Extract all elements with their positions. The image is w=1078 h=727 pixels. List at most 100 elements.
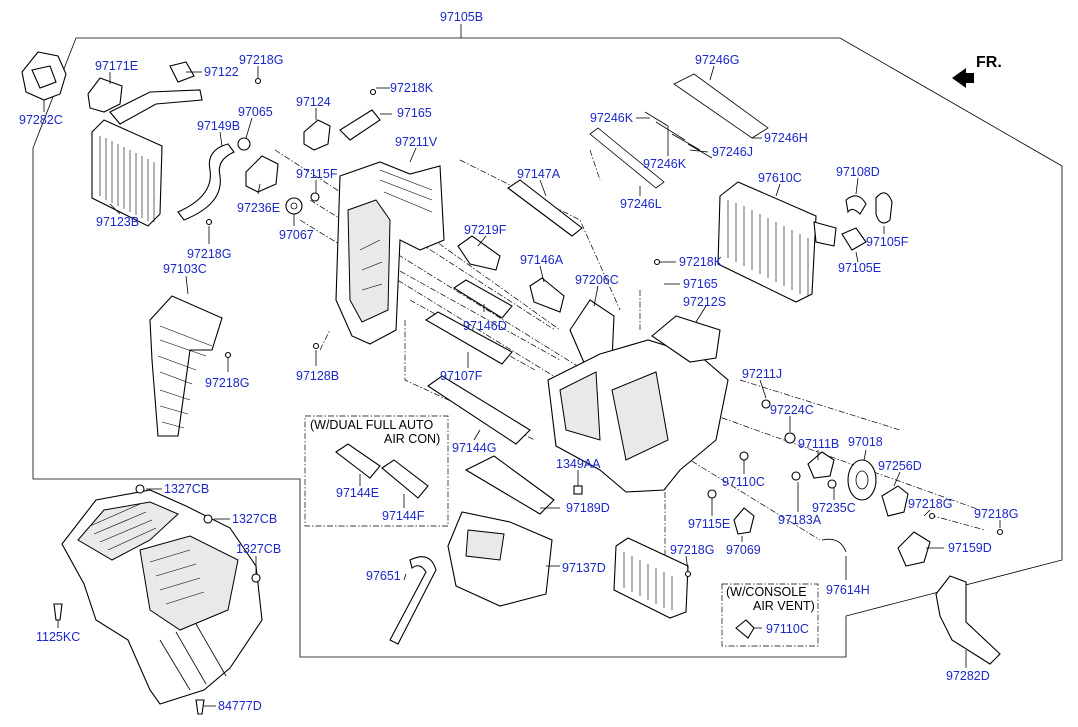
bracket-97165 [339, 109, 381, 141]
callout-97110c-b: 97110C [766, 622, 809, 636]
callout-97211j: 97211J [742, 367, 782, 381]
callout-97246j: 97246J [712, 145, 753, 159]
callout-1327cb-c: 1327CB [236, 542, 281, 556]
screw-97218g-a [254, 77, 262, 85]
drain-hose-97651 [389, 556, 437, 645]
callout-97124: 97124 [296, 95, 331, 109]
dual-note-line1: (W/DUAL FULL AUTO [310, 418, 433, 432]
harness-97614h [821, 538, 847, 553]
callout-97246g: 97246G [695, 53, 739, 67]
screw-97218g-e [996, 528, 1004, 536]
callout-97146d: 97146D [463, 319, 507, 333]
callout-97218k-b: 97218K [679, 255, 723, 269]
blower-motor-97018 [847, 459, 877, 501]
callout-97218g-a: 97218G [239, 53, 283, 67]
leader-lines [43, 65, 1001, 707]
callout-97105e: 97105E [838, 261, 881, 275]
callout-97651: 97651 [366, 569, 401, 583]
callout-97122: 97122 [204, 65, 239, 79]
console-note-line2: AIR VENT) [753, 599, 815, 613]
actuator-97111b [807, 451, 835, 479]
seal-97105f [875, 192, 893, 224]
callout-97067: 97067 [279, 228, 314, 242]
duct-97103c [149, 295, 223, 437]
callout-97282c: 97282C [19, 113, 63, 127]
screw-97218g-f [684, 570, 692, 578]
resistor-97256d [881, 485, 909, 517]
callout-97147a: 97147A [517, 167, 561, 181]
clip-97115f [310, 192, 320, 202]
callout-97105f: 97105F [866, 235, 909, 249]
clip-97115e [707, 489, 717, 499]
callout-97219f: 97219F [464, 223, 507, 237]
callout-97246h: 97246H [764, 131, 808, 145]
lower-case-97137d [447, 511, 553, 607]
cover-97189d [464, 455, 555, 515]
callout-97165-a: 97165 [397, 106, 432, 120]
callout-97218g-b: 97218G [187, 247, 231, 261]
callout-97282d: 97282D [946, 669, 990, 683]
console-air-vent-box [721, 583, 819, 647]
door-97146d [452, 279, 513, 319]
callout-97206c: 97206C [575, 273, 619, 287]
door-97219f [457, 235, 501, 271]
callout-97128b: 97128B [296, 369, 339, 383]
door-97144f [381, 459, 429, 499]
case-right-97212s [547, 315, 729, 493]
callout-97246l: 97246L [620, 197, 662, 211]
screw-1125kc [53, 603, 63, 621]
callout-97246k-a: 97246K [590, 111, 634, 125]
screw-97218k-a [369, 88, 377, 96]
callout-97224c: 97224C [770, 403, 814, 417]
callout-97069: 97069 [726, 543, 761, 557]
callout-97212s: 97212S [683, 295, 726, 309]
callout-97610c: 97610C [758, 171, 802, 185]
dual-note-line2: AIR CON) [384, 432, 440, 446]
callout-97218g-c: 97218G [205, 376, 249, 390]
callout-97144e: 97144E [336, 486, 379, 500]
front-direction-indicator: FR. [952, 54, 1002, 88]
fastener-97211j [761, 399, 771, 409]
screw-97218g-b [205, 218, 213, 226]
duct-97282d [935, 575, 1001, 665]
callout-97108d: 97108D [836, 165, 880, 179]
callout-1327cb-b: 1327CB [232, 512, 277, 526]
callout-97235c: 97235C [812, 501, 856, 515]
assembly-label: 97105B [440, 10, 483, 24]
callout-1327cb-a: 1327CB [164, 482, 209, 496]
filter-97147a [507, 179, 583, 237]
callout-97189d: 97189D [566, 501, 610, 515]
callout-97123b: 97123B [96, 215, 139, 229]
callout-97246k-b: 97246K [643, 157, 687, 171]
callout-97149b: 97149B [197, 119, 240, 133]
screw-97218g-d [928, 512, 936, 520]
actuator-97069 [733, 507, 755, 535]
callout-97110c-a: 97110C [722, 475, 765, 489]
callout-97115e: 97115E [688, 517, 730, 531]
callout-97614h: 97614H [826, 583, 870, 597]
callout-97115f: 97115F [296, 167, 338, 181]
bolt-1327cb-a [135, 484, 145, 494]
clip-97122 [169, 61, 195, 83]
callout-1349aa: 1349AA [556, 457, 601, 471]
front-arrow-icon [952, 68, 974, 88]
callout-97159d: 97159D [948, 541, 992, 555]
callout-97218g-d: 97218G [908, 497, 952, 511]
front-label: FR. [976, 54, 1002, 71]
callout-97218g-e: 97218G [974, 507, 1018, 521]
dual-full-auto-box [304, 415, 449, 527]
clip-97183a [791, 471, 801, 481]
callout-84777d: 84777D [218, 699, 262, 713]
callout-97171e: 97171E [95, 59, 138, 73]
assembly-boundary [32, 37, 1063, 658]
assembled-hvac-unit [61, 489, 263, 705]
callout-97211v: 97211V [395, 135, 438, 149]
callout-97137d: 97137D [562, 561, 606, 575]
duct-97282c [21, 51, 67, 101]
door-97107f [424, 311, 513, 365]
callout-97018: 97018 [848, 435, 883, 449]
callout-97065: 97065 [238, 105, 273, 119]
callout-97111b: 97111B [798, 437, 839, 451]
